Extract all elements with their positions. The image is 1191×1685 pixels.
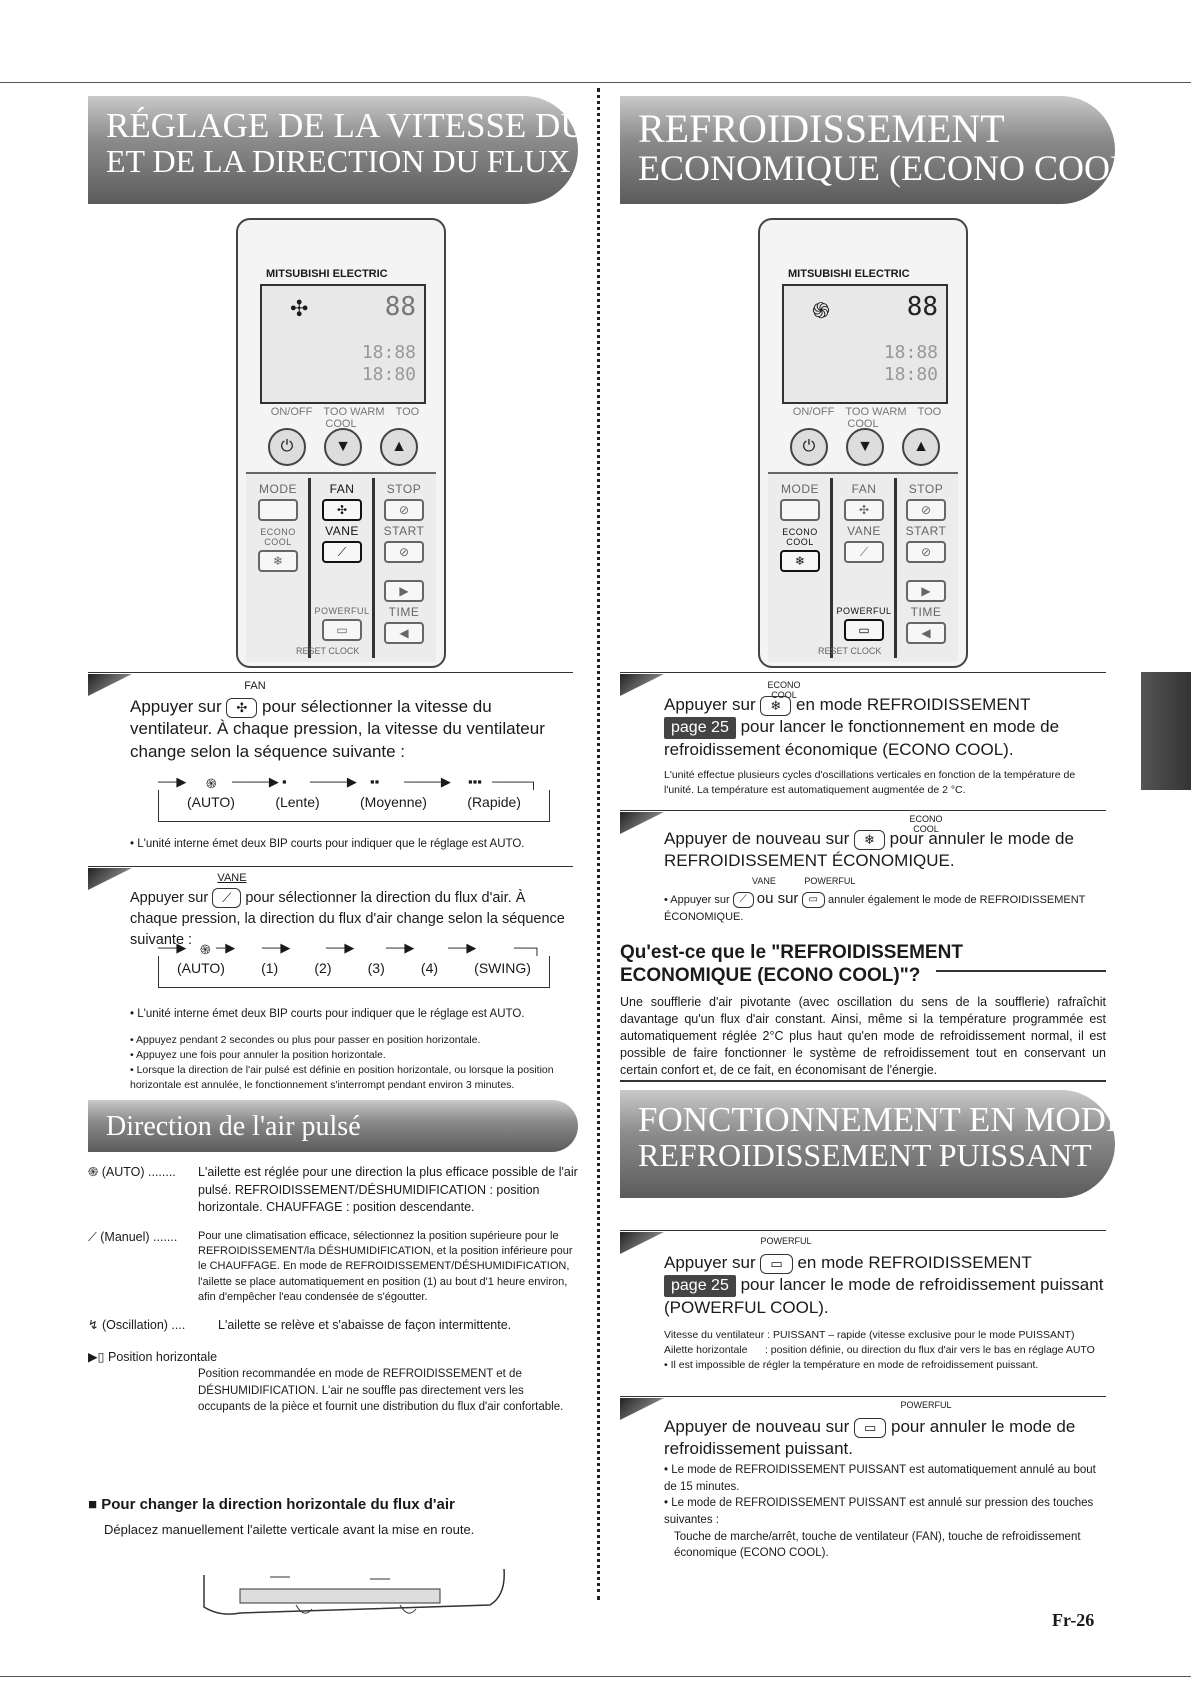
powerful-notes: Vitesse du ventilateur : PUISSANT – rapi… [664,1329,1095,1372]
fan-button-icon: ✣ [322,499,362,521]
econo-button-label: ECONO COOL [767,680,801,700]
fan-note: • L'unité interne émet deux BIP courts p… [130,838,525,850]
horizontal-subtext: Déplacez manuellement l'ailette vertical… [104,1522,475,1537]
step-marker [620,812,664,834]
step-marker [620,674,664,696]
top-button-labels: ON/OFF TOO WARM TOO COOL [270,406,420,430]
vane-button-icon: ⟋ [732,892,754,909]
horizontal-subheading: ■ Pour changer la direction horizontale … [88,1496,455,1513]
econo-answer: Une soufflerie d'air pivotante (avec osc… [620,995,1106,1077]
banner-line2: ET DE LA DIRECTION DU FLUX D'AIR [106,142,578,179]
column-divider [597,88,600,1600]
powerful-step1-text: Appuyer sur ▭ en mode REFROIDISSEMENT pa… [664,1253,1104,1317]
direction-swing: ↯ (Oscillation) .... L'ailette se relève… [88,1318,512,1333]
direction-banner: Direction de l'air pulsé [88,1100,578,1152]
econo-step2-note: • Appuyer sur ⟋ ou sur ▭ annuler égaleme… [664,890,1086,923]
manual-vane-icon: ⟋ [88,1229,97,1244]
auto-fan-icon: ֍ [812,298,830,323]
econo-note: L'unité effectue plusieurs cycles d'osci… [664,769,1076,797]
econo-banner: REFROIDISSEMENT ECONOMIQUE (ECONO COOL) [620,96,1115,204]
remote-illustration-fan: MITSUBISHI ELECTRIC ✣ 88 18:88 18:80 ON/… [236,218,446,668]
power-icon: ⏻ [790,428,828,466]
econo-button-icon: ❄ [853,829,885,850]
powerful-step2-notes: • Le mode de REFROIDISSEMENT PUISSANT es… [664,1464,1096,1560]
lcd-clock: 18:88 18:80 [361,342,416,385]
vane-illustration [203,1568,505,1615]
bottom-rule [0,1676,1191,1677]
lcd-digits: 88 [384,292,416,322]
remote-illustration-econo: MITSUBISHI ELECTRIC ֍ 88 18:88 18:80 ON/… [758,218,968,668]
econo-button-icon: ❄ [760,695,792,716]
direction-auto: ֍ (AUTO) ........ L'ailette est réglée p… [88,1165,578,1214]
fan-button-label: FAN [244,680,266,692]
powerful-button-icon: ▭ [853,1417,887,1438]
direction-manual: ⟋ (Manuel) ....... Pour une climatisatio… [88,1229,573,1304]
vane-step2-text: Appuyer sur ⟋ pour sélectionner la direc… [130,888,565,949]
side-tab [1141,672,1191,790]
fan-step1-text: Appuyer sur ✣ pour sélectionner la vites… [130,697,545,761]
powerful-button-icon: ▭ [760,1253,793,1274]
lower-panel: MODE ECONO COOL ❄ FAN ✣ VANE ⟋ POWERFUL … [246,472,436,662]
power-icon: ⏻ [268,428,306,466]
econo-button-icon: ❄ [780,550,820,572]
fan-button-icon: ✣ [226,697,258,718]
vane-button-icon: ⟋ [212,888,242,909]
step-marker [88,868,132,890]
fan-banner: RÉGLAGE DE LA VITESSE DU VENTILATEUR ET … [88,96,578,204]
up-arrow-icon: ▲ [902,428,940,466]
powerful-step2-text: Appuyer de nouveau sur ▭ pour annuler le… [664,1417,1076,1459]
auto-fan-icon: ֍ [206,776,217,791]
top-rule [0,82,1191,83]
up-arrow-icon: ▲ [380,428,418,466]
direction-list: ֍ (AUTO) ........ L'ailette est réglée p… [88,1164,578,1415]
vane-sequence: (AUTO) (1) (2) (3) (4) (SWING) [158,956,550,988]
econo-button-label-2: ECONO COOL [909,814,943,834]
horizontal-position-icon: ▶▯ [88,1349,105,1364]
lcd-display: ✣ 88 18:88 18:80 [260,284,426,404]
fan-sequence: (AUTO) (Lente) (Moyenne) (Rapide) [158,790,550,822]
powerful-banner: FONCTIONNEMENT EN MODE DE REFROIDISSEMEN… [620,1090,1115,1198]
powerful-button-icon: ▭ [801,892,825,909]
down-arrow-icon: ▼ [324,428,362,466]
powerful-button-label: POWERFUL [760,1236,812,1246]
vane-notes: • L'unité interne émet deux BIP courts p… [130,1008,554,1092]
step-marker [620,1398,664,1420]
econo-step1-text: Appuyer sur ❄ en mode REFROIDISSEMENT pa… [664,695,1060,759]
top-buttons: ⏻ ▼ ▲ [268,428,418,466]
direction-horizontal: ▶▯ Position horizontale Position recomma… [88,1349,564,1413]
step-marker [620,1232,664,1254]
banner-line1: RÉGLAGE DE LA VITESSE DU VENTILATEUR [106,106,578,145]
step-marker [88,674,132,696]
fan-icon: ✣ [290,296,309,321]
swing-icon: ↯ [88,1318,99,1333]
econo-step2-text: Appuyer de nouveau sur ❄ pour annuler le… [664,829,1074,871]
econo-question: Qu'est-ce que le "REFROIDISSEMENT ECONOM… [620,942,963,986]
auto-icon: ֍ [88,1165,99,1179]
vane-button-icon: ⟋ [322,541,362,563]
vane-button-label: VANE [217,872,247,884]
brand-logo: MITSUBISHI ELECTRIC [266,268,388,280]
powerful-button-icon: ▭ [844,619,884,641]
square-bullet-icon: ■ [88,1496,98,1513]
page-number: Fr-26 [1052,1610,1095,1630]
page-ref-badge: page 25 [664,1275,736,1297]
powerful-button-label-2: POWERFUL [900,1400,952,1410]
down-arrow-icon: ▼ [846,428,884,466]
page-ref-badge: page 25 [664,717,736,739]
